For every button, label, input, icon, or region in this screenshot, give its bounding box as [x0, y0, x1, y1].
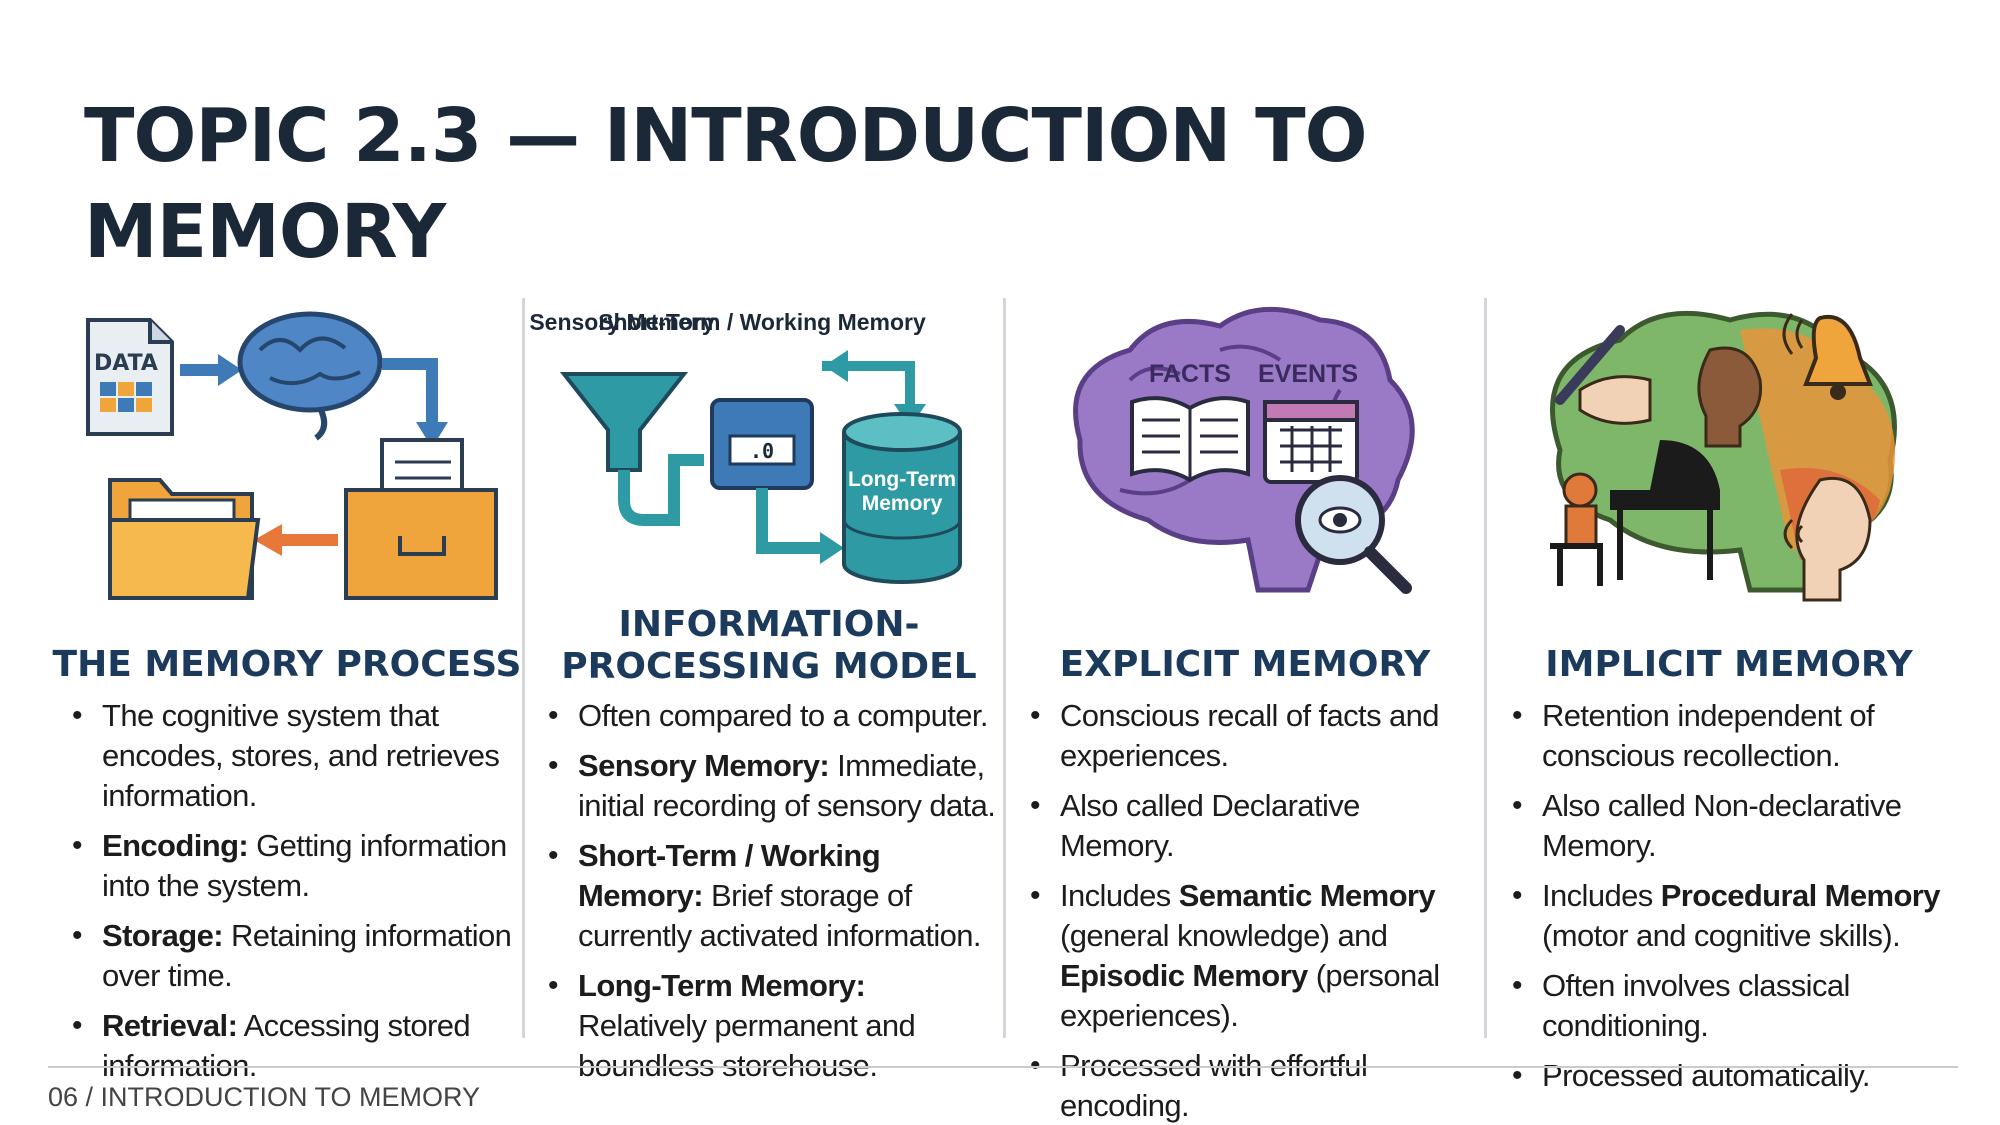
bullet-term: Storage: [102, 918, 224, 953]
bullet-text: Often involves classical conditioning. [1542, 968, 1850, 1043]
column-heading-implicit-memory: IMPLICIT MEMORY [1545, 644, 1913, 685]
list-item: Often compared to a computer. [548, 696, 998, 736]
bullet-term: Episodic Memory [1060, 958, 1308, 993]
bullet-list-memory-process: The cognitive system that encodes, store… [72, 696, 522, 1096]
bullet-text: Immediate, initial recording of sensory … [578, 748, 996, 823]
page-title: TOPIC 2.3 — INTRODUCTION TO MEMORY [84, 93, 1368, 275]
bullet-text: Conscious recall of facts and experience… [1060, 698, 1440, 773]
bullet-text: Often compared to a computer. [578, 698, 989, 733]
bullet-text: Accessing stored information. [102, 1008, 471, 1083]
bullet-text: Getting information into the system. [102, 828, 507, 903]
bullet-text: Also called Non-declarative Memory. [1542, 788, 1902, 863]
database-icon [842, 412, 962, 584]
facts-label: FACTS [1149, 360, 1231, 388]
heading-line: INFORMATION- [618, 604, 920, 645]
bullet-term: Short-Term / Working Memory: [578, 838, 881, 913]
heading-line: PROCESSING MODEL [561, 646, 977, 687]
bullet-term: Retrieval: [102, 1008, 238, 1043]
list-item: Processed automatically. [1512, 1056, 1982, 1096]
piano-player-icon [1550, 440, 1720, 586]
bullet-text: Processed automatically. [1542, 1058, 1871, 1093]
list-item: Long-Term Memory: Relatively permanent a… [548, 966, 998, 1086]
list-item: Includes Procedural Memory (motor and co… [1512, 876, 1982, 956]
implicit-memory-illustration [1520, 290, 1960, 620]
list-item: Retrieval: Accessing stored information. [72, 1006, 522, 1086]
bullet-text: Relatively permanent and boundless store… [578, 1008, 916, 1083]
bullet-text: (general knowledge) and [1060, 918, 1388, 953]
listening-face-icon [1783, 476, 1872, 602]
bullet-text: Includes [1060, 878, 1179, 913]
column-heading-information-processing: INFORMATION- PROCESSING MODEL [544, 604, 994, 688]
calendar-icon [1263, 400, 1359, 484]
person-head-icon [1697, 346, 1763, 448]
bullet-term: Sensory Memory: [578, 748, 830, 783]
bullet-text: (personal experiences). [1060, 958, 1440, 1033]
events-label: EVENTS [1258, 360, 1358, 388]
writing-hand-icon [1555, 325, 1652, 425]
bullet-term: Encoding: [102, 828, 249, 863]
display-readout: .0 [750, 439, 774, 463]
column-divider [522, 298, 525, 1038]
data-label: DATA [94, 351, 158, 376]
list-item: Storage: Retaining information over time… [72, 916, 522, 996]
bullet-term: Long-Term Memory: [578, 968, 866, 1003]
bullet-list-explicit-memory: Conscious recall of facts and experience… [1030, 696, 1480, 1125]
list-item: Conscious recall of facts and experience… [1030, 696, 1480, 776]
memory-process-illustration: DATA [70, 290, 510, 620]
bullet-list-implicit-memory: Retention independent of conscious recol… [1512, 696, 1982, 1106]
column-heading-memory-process: THE MEMORY PROCESS [52, 644, 522, 685]
list-item: Encoding: Getting information into the s… [72, 826, 522, 906]
list-item: Also called Declarative Memory. [1030, 786, 1480, 866]
footer-page-label: 06 / INTRODUCTION TO MEMORY [48, 1082, 481, 1112]
bell-icon [1782, 313, 1873, 400]
list-item: The cognitive system that encodes, store… [72, 696, 522, 816]
data-file-icon: DATA [86, 318, 174, 436]
list-item: Processed with effortful encoding. [1030, 1046, 1480, 1125]
short-term-label: Short-Term / Working Memory [598, 309, 926, 335]
list-item: Also called Non-declarative Memory. [1512, 786, 1982, 866]
list-item: Often involves classical conditioning. [1512, 966, 1982, 1046]
funnel-icon [559, 372, 704, 526]
bullet-text: Processed with effortful encoding. [1060, 1048, 1368, 1123]
bullet-term: Procedural Memory [1660, 878, 1941, 913]
bullet-text: Retaining information over time. [102, 918, 512, 993]
bullet-text: Brief storage of currently activated inf… [578, 878, 982, 953]
bullet-text: Also called Declarative Memory. [1060, 788, 1360, 863]
magnifying-glass-icon [1295, 475, 1412, 594]
bullet-term: Semantic Memory [1178, 878, 1436, 913]
folder-icon [108, 478, 261, 600]
bullet-text: Includes [1542, 878, 1661, 913]
bullet-text: (motor and cognitive skills). [1542, 918, 1901, 953]
processor-icon: .0 [710, 398, 814, 490]
explicit-memory-illustration: FACTS EVENTS [1040, 290, 1460, 620]
document-tray-icon [344, 438, 498, 600]
bullet-text: The cognitive system that encodes, store… [102, 698, 500, 813]
footer-divider [48, 1066, 1958, 1068]
brain-icon [237, 311, 383, 441]
list-item: Short-Term / Working Memory: Brief stora… [548, 836, 998, 956]
long-term-memory-label: Long-Term Memory [847, 468, 957, 515]
book-icon [1130, 396, 1250, 483]
sensory-memory-label: Sensory Memory [529, 309, 715, 335]
bullet-text: Retention independent of conscious recol… [1542, 698, 1875, 773]
column-divider [1003, 298, 1006, 1038]
list-item: Sensory Memory: Immediate, initial recor… [548, 746, 998, 826]
information-processing-illustration: Sensory Memory Short-Term / Working Memo… [529, 290, 992, 620]
bullet-list-information-processing: Often compared to a computer. Sensory Me… [548, 696, 998, 1096]
column-divider [1484, 298, 1487, 1038]
list-item: Includes Semantic Memory (general knowle… [1030, 876, 1480, 1036]
list-item: Retention independent of conscious recol… [1512, 696, 1982, 776]
column-heading-explicit-memory: EXPLICIT MEMORY [1059, 644, 1431, 685]
